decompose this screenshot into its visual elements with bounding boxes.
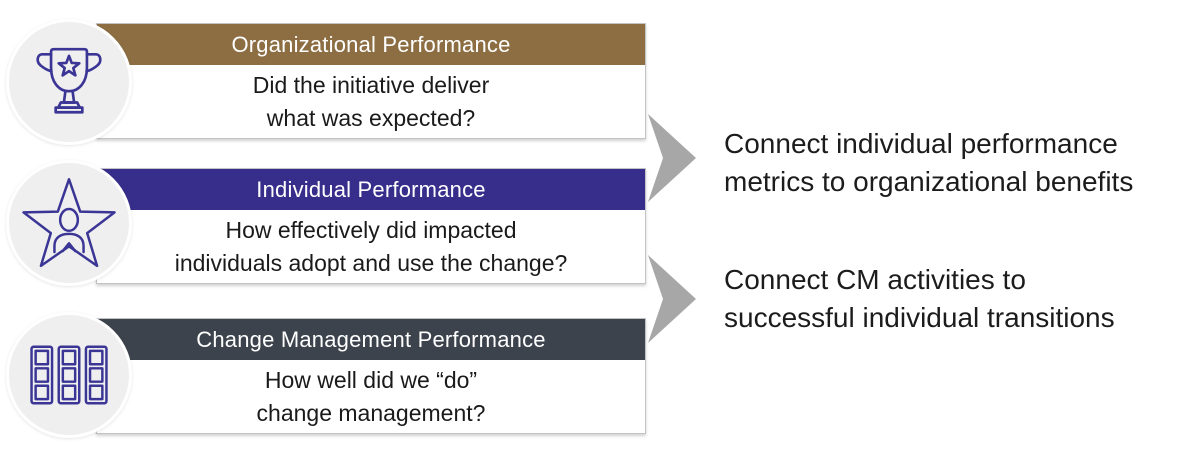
card-body-line: How well did we “do”	[264, 366, 478, 393]
card-organizational-performance: Organizational Performance Did the initi…	[96, 23, 646, 139]
icon-circle-change-management	[6, 312, 132, 438]
card-body-line: change management?	[256, 399, 486, 426]
connection-text-cm-to-individual: Connect CM activities to successful indi…	[724, 261, 1194, 337]
card-body-line: individuals adopt and use the change?	[174, 249, 568, 276]
card-body-organizational: Did the initiative deliver what was expe…	[97, 65, 645, 138]
card-body-line: what was expected?	[266, 104, 476, 131]
card-body-line: How effectively did impacted	[225, 216, 517, 243]
arrow-right-icon	[648, 114, 696, 202]
card-body-change-management: How well did we “do” change management?	[97, 360, 645, 433]
card-title: Change Management Performance	[196, 326, 546, 352]
star-person-icon	[22, 178, 116, 268]
connection-text-individual-to-organizational: Connect individual performance metrics t…	[724, 125, 1194, 201]
card-body-individual: How effectively did impacted individuals…	[97, 210, 645, 283]
card-title: Individual Performance	[256, 176, 486, 202]
trophy-icon	[36, 47, 102, 114]
card-title: Organizational Performance	[231, 31, 511, 57]
connection-text-line: Connect CM activities to	[724, 264, 1026, 295]
connection-text-line: Connect individual performance	[724, 128, 1118, 159]
card-header-change-management: Change Management Performance	[97, 319, 645, 360]
icon-circle-organizational	[6, 19, 132, 145]
card-change-management-performance: Change Management Performance How well d…	[96, 318, 646, 434]
card-header-organizational: Organizational Performance	[97, 24, 645, 65]
icon-circle-individual	[6, 160, 132, 286]
card-individual-performance: Individual Performance How effectively d…	[96, 168, 646, 284]
connection-text-line: metrics to organizational benefits	[724, 166, 1134, 197]
card-body-line: Did the initiative deliver	[252, 71, 490, 98]
card-header-individual: Individual Performance	[97, 169, 645, 210]
connection-text-line: successful individual transitions	[724, 302, 1115, 333]
kanban-board-icon	[30, 345, 108, 405]
arrow-right-icon	[648, 255, 696, 343]
